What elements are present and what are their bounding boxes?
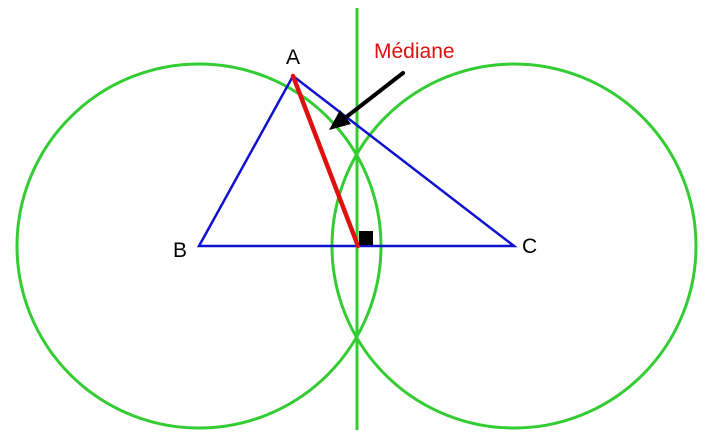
vertex-label-c: C — [522, 235, 537, 258]
vertex-label-a: A — [286, 46, 300, 69]
callout-arrow-shaft — [343, 71, 405, 120]
median-line — [290, 73, 361, 249]
vertex-label-b: B — [173, 239, 187, 262]
right-angle-marker — [359, 231, 373, 245]
callout-arrow-head — [329, 110, 351, 130]
median-callout-label: Médiane — [374, 40, 455, 63]
